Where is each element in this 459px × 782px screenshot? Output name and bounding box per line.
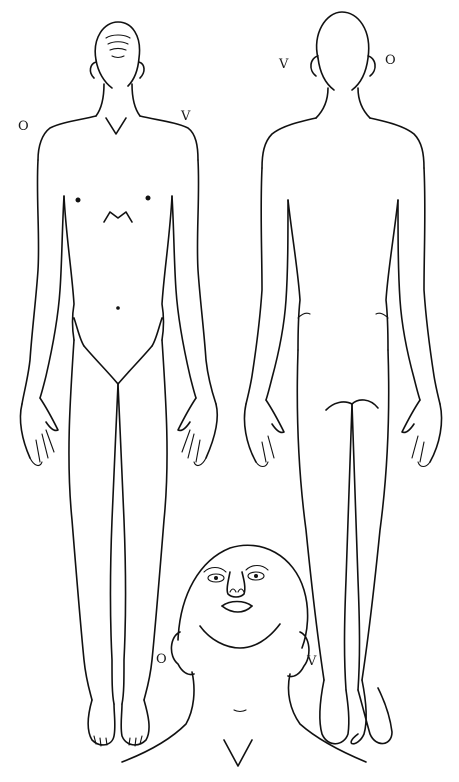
marker-head-right: V	[307, 655, 316, 668]
marker-back-right: O	[385, 54, 396, 67]
marker-front-left-shoulder: V	[181, 110, 190, 123]
marker-front-right-shoulder: O	[18, 120, 29, 133]
front-view-figure	[20, 22, 217, 746]
marker-head-left: O	[156, 653, 167, 666]
back-view-figure	[244, 12, 441, 744]
marker-back-left: V	[279, 58, 288, 71]
